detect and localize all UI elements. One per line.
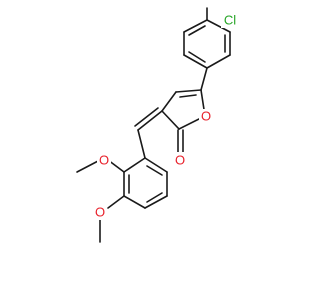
atom-methoxy-oxygen-lower: O bbox=[93, 205, 107, 220]
bond-br1 bbox=[123, 157, 146, 173]
bond-ar-inner3 bbox=[188, 51, 206, 63]
dimethoxyphenyl-ring bbox=[123, 157, 168, 209]
bond-br3 bbox=[123, 195, 146, 209]
bond-ar1 bbox=[206, 54, 231, 69]
atom-chlorine: Cl bbox=[221, 12, 239, 28]
exocyclic-alkene bbox=[134, 107, 163, 159]
methoxy-oxygen-upper-label: O bbox=[99, 153, 109, 168]
bond-c5-c4 bbox=[175, 89, 202, 93]
bond-ar6 bbox=[183, 54, 208, 69]
bond-br-inner2 bbox=[146, 192, 163, 203]
molecule-structure: Cl O O O O bbox=[76, 7, 239, 243]
carbonyl-oxygen-label: O bbox=[175, 153, 185, 168]
bond-c3-ch bbox=[137, 110, 163, 131]
atom-carbonyl-oxygen: O bbox=[173, 152, 187, 168]
bond-ome1-me bbox=[76, 159, 101, 173]
bond-ar-inner2 bbox=[188, 25, 206, 36]
bond-br6 bbox=[144, 157, 168, 173]
bond-c3-c2 bbox=[161, 110, 180, 130]
chlorine-label: Cl bbox=[224, 13, 236, 28]
bond-c3-ch-double bbox=[134, 107, 159, 127]
atom-ring-oxygen: O bbox=[199, 109, 213, 124]
bond-br4 bbox=[144, 195, 168, 209]
chlorophenyl-ring bbox=[183, 19, 231, 69]
bond-c5-aryl bbox=[200, 67, 208, 91]
bond-ar3 bbox=[206, 19, 231, 33]
carbonyl bbox=[177, 129, 184, 156]
structure-canvas: Cl O O O O bbox=[76, 7, 239, 243]
bond-ch-aryl bbox=[137, 129, 146, 159]
ring-oxygen-label: O bbox=[201, 109, 211, 124]
bond-c4-c3 bbox=[161, 91, 177, 112]
bond-c5-c4-double bbox=[179, 94, 197, 98]
bond-br-inner3 bbox=[146, 165, 163, 176]
methoxy-lower bbox=[99, 195, 125, 243]
bond-ar4 bbox=[183, 19, 208, 33]
methoxy-oxygen-lower-label: O bbox=[95, 205, 105, 220]
atom-methoxy-oxygen-upper: O bbox=[97, 153, 111, 168]
bond-ome2-c bbox=[107, 195, 125, 209]
